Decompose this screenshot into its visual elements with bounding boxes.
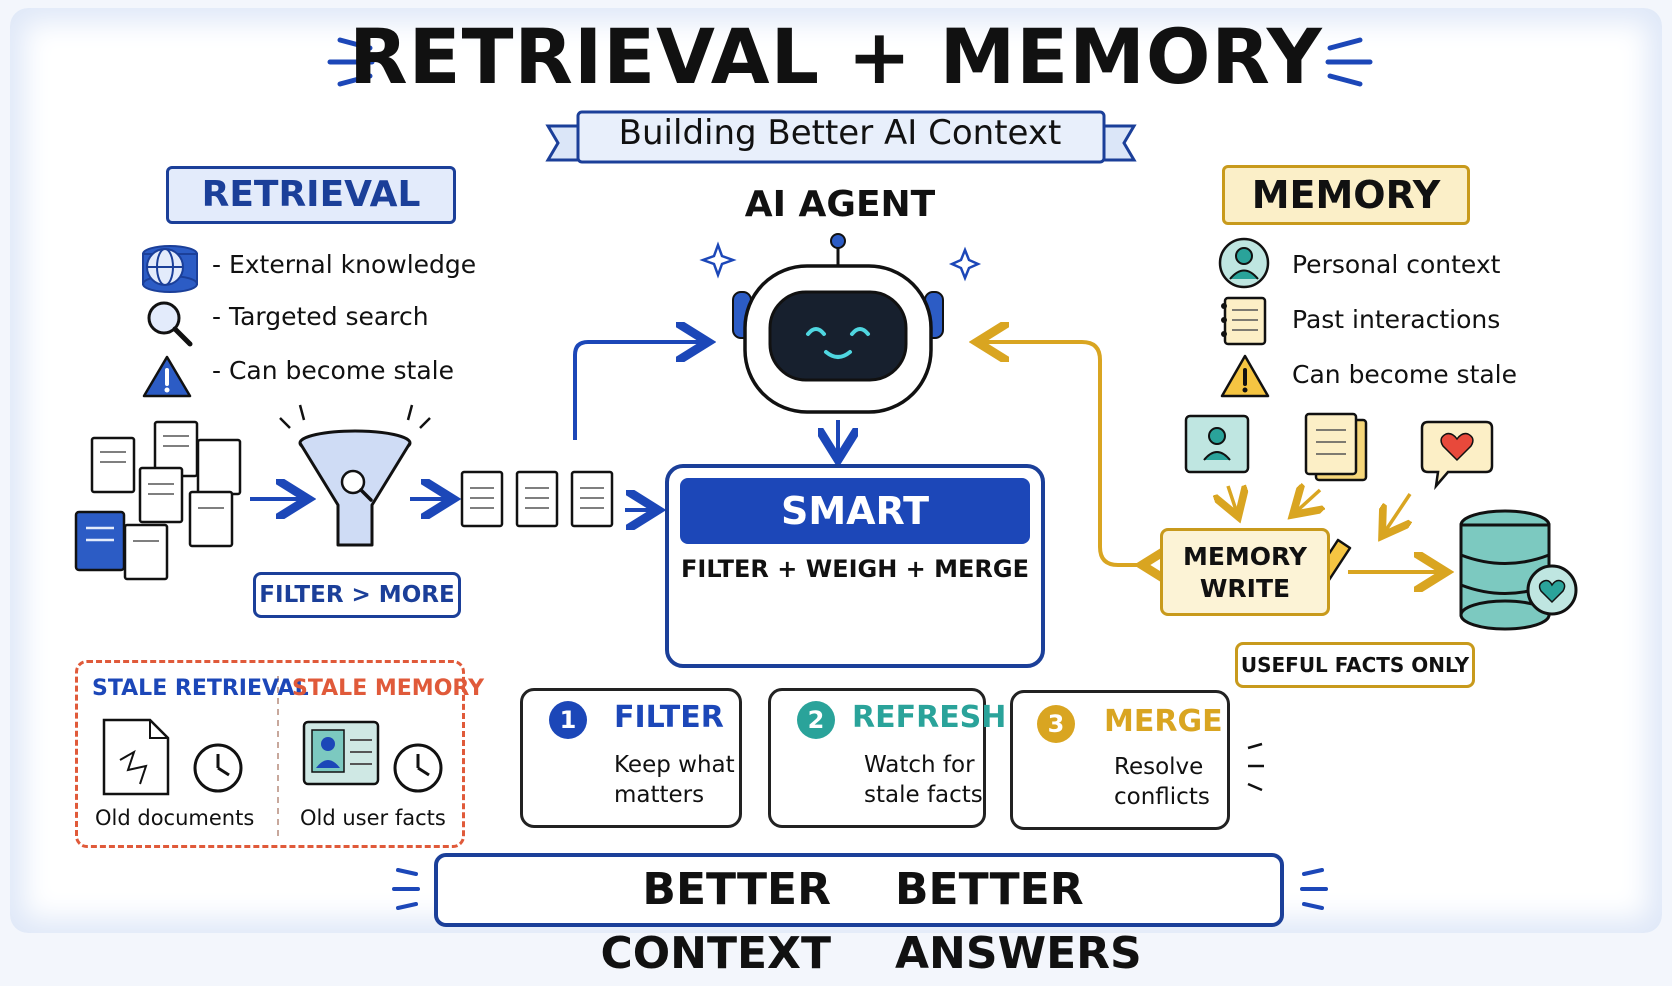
stale-retrieval-title: STALE RETRIEVAL <box>92 676 309 701</box>
agent-label: AI AGENT <box>744 184 936 225</box>
retrieval-item-search: - Targeted search <box>212 302 429 331</box>
retrieval-item-external: - External knowledge <box>212 250 477 279</box>
step-desc-refresh-line-2: stale facts <box>864 782 983 808</box>
title-accent-right <box>1325 37 1373 87</box>
memory-database-icon <box>1459 509 1578 631</box>
stale-box <box>75 660 465 848</box>
step-desc-refresh-line-1: Watch for <box>864 752 975 778</box>
step-desc-filter-line-2: matters <box>614 782 705 808</box>
database-globe-icon <box>142 245 198 293</box>
user-card-icon <box>302 720 380 786</box>
memory-write-line-2: WRITE <box>1199 574 1291 603</box>
heart-chat-icon <box>1420 420 1494 491</box>
step-number-1: 1 <box>549 701 587 739</box>
step-desc-merge: Resolve conflicts <box>1114 752 1210 812</box>
notes-stack-icon <box>1304 412 1368 482</box>
step-desc-merge-line-1: Resolve <box>1114 754 1204 780</box>
smart-context-subtitle: FILTER + WEIGH + MERGE <box>681 555 1029 583</box>
bottom-left-text: BETTER CONTEXT <box>600 864 831 979</box>
subtitle-ribbon <box>545 110 1137 164</box>
bottom-right-text: BETTER ANSWERS <box>895 864 1142 979</box>
robot-icon <box>732 233 944 414</box>
bottom-banner <box>434 853 1284 927</box>
step-title-refresh: REFRESH <box>852 700 1007 735</box>
user-circle-icon <box>1218 237 1270 289</box>
memory-write-line-1: MEMORY <box>1182 542 1308 571</box>
filtered-documents <box>460 470 614 528</box>
smart-context-title: SMART CONTEXT <box>680 478 1030 599</box>
useful-facts-tag: USEFUL FACTS ONLY <box>1235 642 1475 688</box>
clock-icon-retrieval <box>193 743 243 793</box>
subtitle: Building Better AI Context <box>618 113 1062 153</box>
memory-item-stale: Can become stale <box>1292 360 1518 389</box>
retrieval-heading: RETRIEVAL <box>166 166 456 224</box>
document-pile <box>74 420 242 581</box>
step-desc-merge-line-2: conflicts <box>1114 784 1210 810</box>
step-desc-refresh: Watch for stale facts <box>864 750 983 810</box>
stale-memory-title: STALE MEMORY <box>292 676 485 701</box>
memory-write-box: MEMORY WRITE <box>1160 528 1330 616</box>
step-desc-filter-line-1: Keep what <box>614 752 735 778</box>
profile-card-icon <box>1184 414 1250 474</box>
step-title-merge: MERGE <box>1104 704 1223 739</box>
memory-item-past: Past interactions <box>1292 305 1501 334</box>
step-number-3: 3 <box>1037 705 1075 743</box>
stale-retrieval-caption: Old documents <box>95 806 255 830</box>
page-title: RETRIEVAL + MEMORY <box>349 12 1323 101</box>
funnel-icon <box>279 404 431 547</box>
stale-memory-caption: Old user facts <box>300 806 446 830</box>
magnifier-icon <box>147 301 193 347</box>
warning-icon-retrieval <box>142 355 192 398</box>
sparkle-icon <box>699 241 982 282</box>
clock-icon-memory <box>393 743 443 793</box>
memory-heading: MEMORY <box>1222 165 1470 225</box>
title-accent-left <box>327 37 375 87</box>
step-number-2: 2 <box>797 701 835 739</box>
memory-item-personal: Personal context <box>1292 250 1501 279</box>
cracked-document-icon <box>102 718 170 796</box>
warning-icon-memory <box>1220 354 1270 398</box>
filter-more-tag: FILTER > MORE <box>253 572 461 618</box>
step-title-filter: FILTER <box>614 700 724 735</box>
step-desc-filter: Keep what matters <box>614 750 735 810</box>
notebook-icon <box>1221 296 1267 346</box>
retrieval-item-stale: - Can become stale <box>212 356 454 385</box>
